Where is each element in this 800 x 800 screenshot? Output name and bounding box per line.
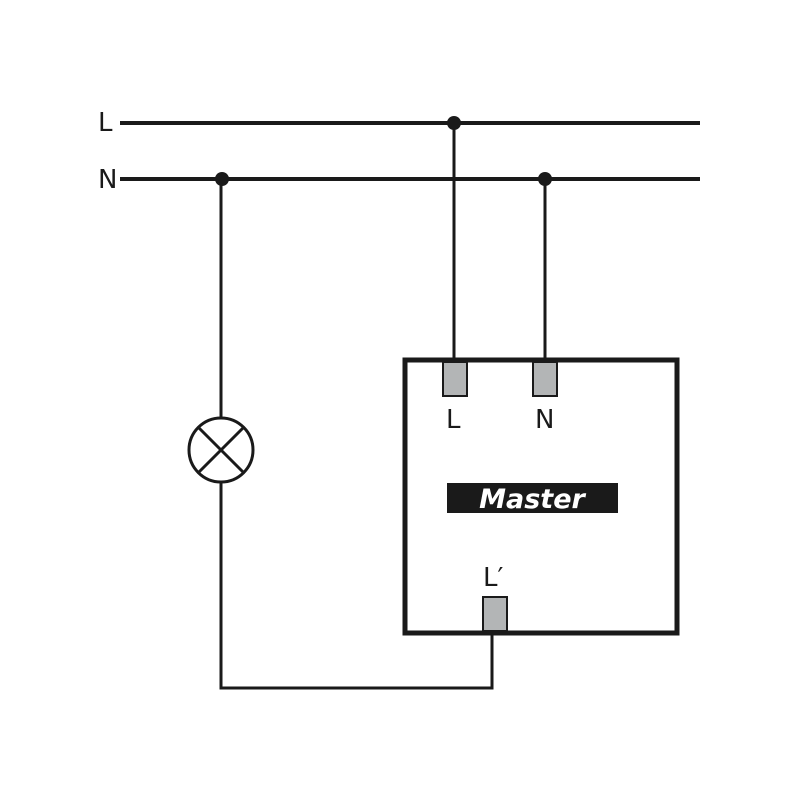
device-label-bg — [447, 483, 618, 513]
terminal-l — [442, 361, 468, 397]
terminal-label-l-out: L′ — [483, 563, 503, 593]
bus-label-l: L — [98, 108, 113, 138]
lamp-icon — [187, 416, 255, 484]
bus-label-n: N — [98, 165, 117, 195]
terminal-l-out — [482, 596, 508, 632]
terminal-label-n: N — [535, 405, 554, 435]
device-label: Master — [479, 484, 586, 515]
wire-lamp-to-lout — [219, 482, 494, 690]
terminal-label-l: L — [446, 405, 461, 435]
terminal-n — [532, 361, 558, 397]
